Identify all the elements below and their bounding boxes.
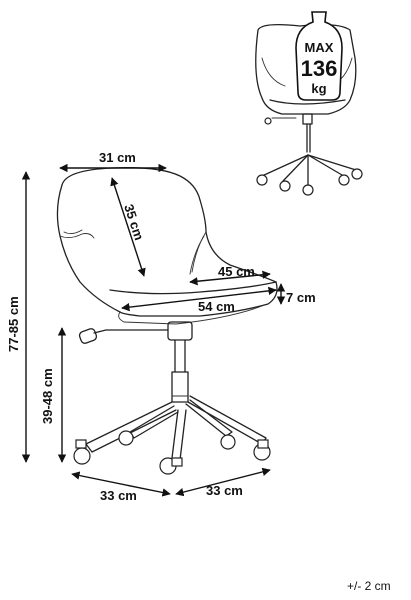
dim-base-left: 33 cm xyxy=(100,488,137,503)
weight-icon xyxy=(295,11,343,101)
weight-max-label: MAX xyxy=(305,40,334,55)
main-chair-illustration xyxy=(56,167,278,475)
dim-total-height: 77-85 cm xyxy=(6,296,21,352)
dim-seat-thickness: 7 cm xyxy=(286,290,316,305)
weight-unit: kg xyxy=(311,81,326,96)
dim-seat-width: 54 cm xyxy=(198,299,235,314)
dim-seat-depth: 45 cm xyxy=(218,264,255,279)
dim-back-width: 31 cm xyxy=(99,150,136,165)
max-weight-badge: MAX 136 kg xyxy=(295,11,343,101)
tolerance-note: +/- 2 cm xyxy=(347,579,391,593)
dimension-lines xyxy=(21,163,286,497)
dim-base-right: 33 cm xyxy=(206,483,243,498)
small-chair-illustration xyxy=(255,24,363,196)
dim-back-height: 35 cm xyxy=(121,202,147,242)
weight-value: 136 xyxy=(301,56,338,81)
dim-seat-height: 39-48 cm xyxy=(40,368,55,424)
